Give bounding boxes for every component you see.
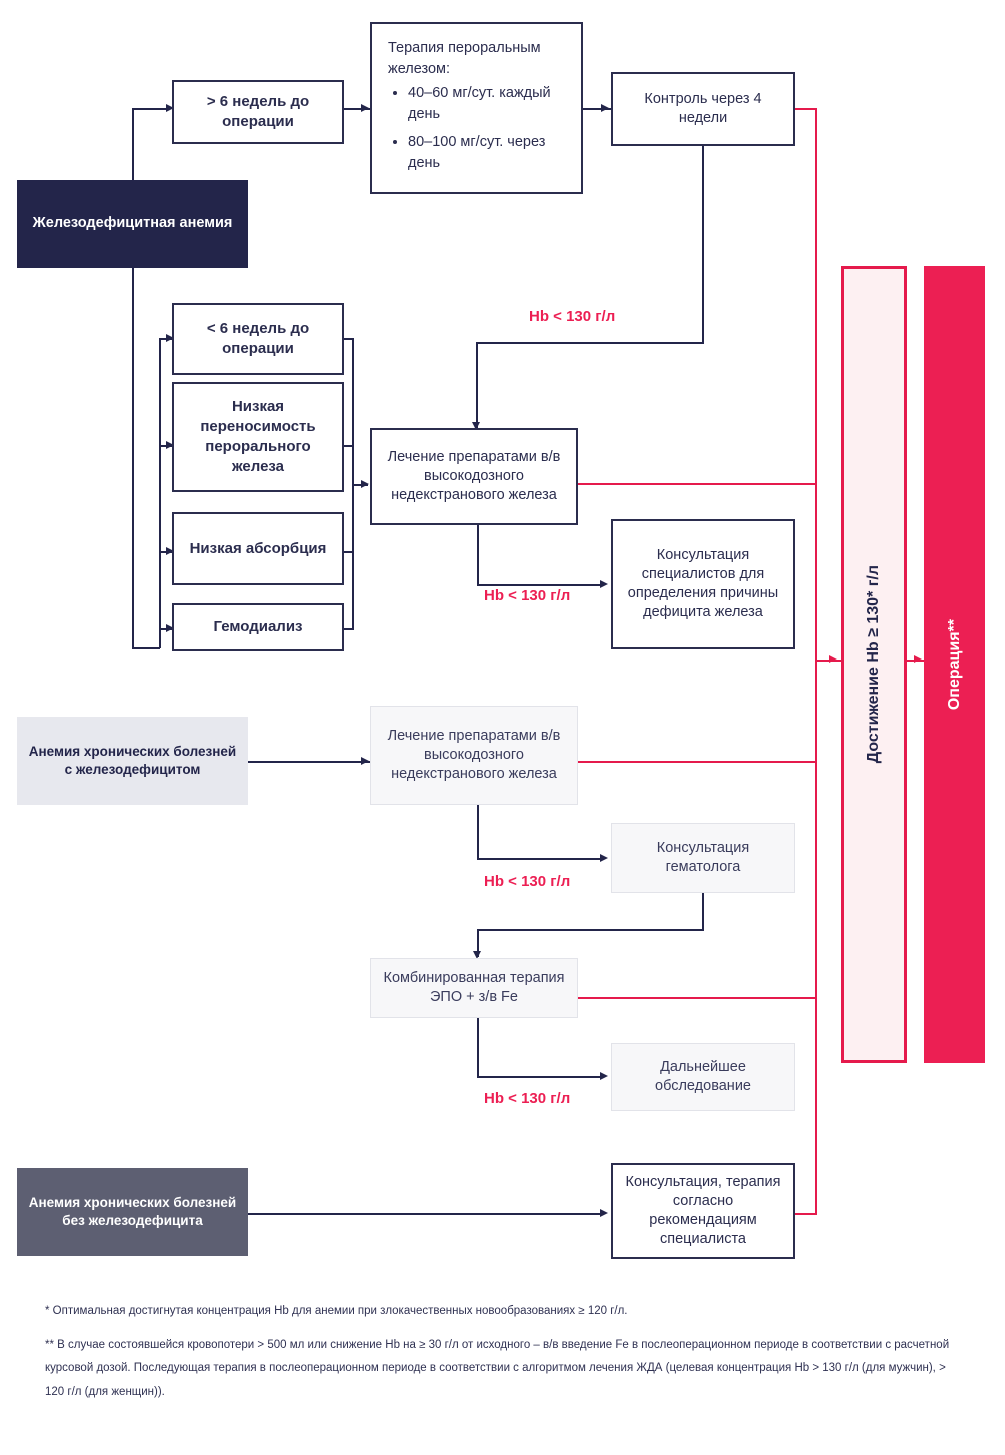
panel-operation-label: Операция** [945, 618, 963, 711]
connector-to-combined-v [477, 929, 479, 957]
node-iv-iron-2[interactable]: Лечение препаратами в/в высокодозного не… [370, 706, 578, 805]
node-low-tolerance[interactable]: Низкая переносимость перорального железа [172, 382, 344, 492]
node-iv-iron-1[interactable]: Лечение препаратами в/в высокодозного не… [370, 428, 578, 525]
pink-from-control [795, 108, 817, 111]
pink-into-outcome [815, 660, 841, 663]
connector-iv1-to-consult [477, 584, 603, 586]
node-combined-therapy-label: Комбинированная терапия ЭПО + з/в Fe [383, 969, 565, 1005]
oral-therapy-item: 40–60 мг/сут. каждый день [408, 83, 565, 124]
connector-left-group-spine [159, 338, 161, 648]
connector-ida-spine [132, 108, 134, 648]
node-iv-iron-1-label: Лечение препаратами в/в высокодозного не… [387, 448, 561, 504]
connector-acdwithout-to-consult [248, 1213, 603, 1215]
arrow-to-combined [473, 951, 481, 959]
arrow-iv1-to-consult [600, 580, 608, 588]
arrow-acdwith-to-iv2 [361, 757, 369, 765]
connector-control-to-iv-v [476, 342, 478, 428]
node-further-examination-label: Дальнейшее обследование [655, 1058, 751, 1094]
arrow-to-lt6 [166, 334, 174, 342]
node-low-tolerance-label: Низкая переносимость перорального железа [200, 398, 316, 475]
arrow-iv2-to-hematologist [600, 854, 608, 862]
footnotes: * Оптимальная достигнутая концентрация H… [45, 1300, 965, 1414]
node-specialist-consult[interactable]: Консультация специалистов для определени… [611, 519, 795, 649]
connector-spine-branch [132, 647, 160, 649]
pink-from-consult-therapy [795, 1213, 817, 1216]
connector-iv2-down [477, 805, 479, 859]
connector-oral-to-control [583, 108, 611, 110]
oral-therapy-item: 80–100 мг/сут. через день [408, 132, 565, 173]
connector-hematologist-down [702, 892, 704, 930]
pink-from-combined [578, 997, 817, 1000]
oral-therapy-list: 40–60 мг/сут. каждый день 80–100 мг/сут.… [388, 83, 565, 173]
node-hemodialysis-label: Гемодиализ [213, 618, 303, 636]
connector-collector-to-iv [352, 484, 368, 486]
pink-from-iv2 [578, 761, 817, 764]
connector-lowabs-out [344, 551, 354, 553]
label-hb-low-1: Hb < 130 г/л [529, 308, 616, 325]
node-ida-label: Железодефицитная анемия [32, 215, 233, 232]
connector-iv2-to-hematologist [477, 858, 603, 860]
node-low-absorption-label: Низкая абсорбция [189, 539, 327, 557]
arrow-into-outcome [829, 655, 837, 663]
connector-combined-down [477, 1018, 479, 1076]
arrow-ida-to-gt6 [166, 104, 174, 112]
node-gt6weeks-label: > 6 недель до операции [206, 93, 310, 130]
footnote-1: * Оптимальная достигнутая концентрация H… [45, 1305, 628, 1317]
panel-operation[interactable]: Операция** [924, 266, 985, 1063]
node-hemodialysis[interactable]: Гемодиализ [172, 603, 344, 651]
node-specialist-consult-label: Консультация специалистов для определени… [627, 546, 779, 621]
oral-therapy-header: Терапия пероральным железом: [388, 40, 541, 77]
node-lt6weeks[interactable]: < 6 недель до операции [172, 303, 344, 375]
footnote-2: ** В случае состоявшейся кровопотери > 5… [45, 1338, 950, 1398]
pink-from-iv1 [578, 483, 817, 486]
label-hb-low-3: Hb < 130 г/л [484, 873, 571, 890]
label-hb-low-4: Hb < 130 г/л [484, 1090, 571, 1107]
node-combined-therapy[interactable]: Комбинированная терапия ЭПО + з/в Fe [370, 958, 578, 1018]
arrow-to-hemo [166, 624, 174, 632]
connector-gt6-to-oral [344, 108, 370, 110]
node-iron-deficiency-anemia[interactable]: Железодефицитная анемия [17, 180, 248, 268]
node-gt6weeks[interactable]: > 6 недель до операции [172, 80, 344, 144]
node-further-examination[interactable]: Дальнейшее обследование [611, 1043, 795, 1111]
arrow-collector-to-iv [361, 480, 369, 488]
connector-lt6-out [344, 338, 354, 340]
connector-combined-to-further [477, 1076, 603, 1078]
label-hb-low-2: Hb < 130 г/л [484, 587, 571, 604]
node-acd-without-id-label: Анемия хронических болезней без железоде… [28, 1195, 237, 1228]
node-control-4-weeks[interactable]: Контроль через 4 недели [611, 72, 795, 146]
node-consult-per-specialist-label: Консультация, терапия согласно рекоменда… [625, 1173, 781, 1248]
connector-control-to-iv-h [476, 342, 704, 344]
panel-achieve-hb-label: Достижение Hb ≥ 130* г/л [865, 565, 882, 764]
node-consult-per-specialist[interactable]: Консультация, терапия согласно рекоменда… [611, 1163, 795, 1259]
connector-control-down [702, 146, 704, 343]
connector-left-group-collector [352, 338, 354, 628]
arrow-outcome-to-operation [914, 655, 922, 663]
node-hematologist-consult[interactable]: Консультация гематолога [611, 823, 795, 893]
arrow-acdwithout-to-consult [600, 1209, 608, 1217]
arrow-oral-to-control [601, 104, 609, 112]
connector-ida-to-gt6 [132, 108, 168, 110]
panel-achieve-hb[interactable]: Достижение Hb ≥ 130* г/л [841, 266, 907, 1063]
node-hematologist-consult-label: Консультация гематолога [656, 839, 750, 875]
connector-lowtol-out [344, 445, 354, 447]
node-oral-therapy[interactable]: Терапия пероральным железом: 40–60 мг/су… [370, 22, 583, 194]
connector-acdwith-to-iv2 [248, 761, 370, 763]
node-iv-iron-2-label: Лечение препаратами в/в высокодозного не… [387, 727, 561, 783]
node-acd-without-id[interactable]: Анемия хронических болезней без железоде… [17, 1168, 248, 1256]
connector-hematologist-to-combined-h [477, 929, 704, 931]
arrow-to-lowabs [166, 547, 174, 555]
node-lt6weeks-label: < 6 недель до операции [206, 320, 310, 357]
node-control-4-weeks-label: Контроль через 4 недели [644, 90, 762, 126]
arrow-to-lowtol [166, 441, 174, 449]
arrow-gt6-to-oral [361, 104, 369, 112]
connector-iv1-down [477, 525, 479, 585]
node-acd-with-id-label: Анемия хронических болезней с железодефи… [28, 744, 237, 777]
node-low-absorption[interactable]: Низкая абсорбция [172, 512, 344, 585]
node-acd-with-id[interactable]: Анемия хронических болезней с железодефи… [17, 717, 248, 805]
arrow-combined-to-further [600, 1072, 608, 1080]
connector-hemo-out [344, 628, 354, 630]
arrow-control-to-iv [472, 422, 480, 430]
